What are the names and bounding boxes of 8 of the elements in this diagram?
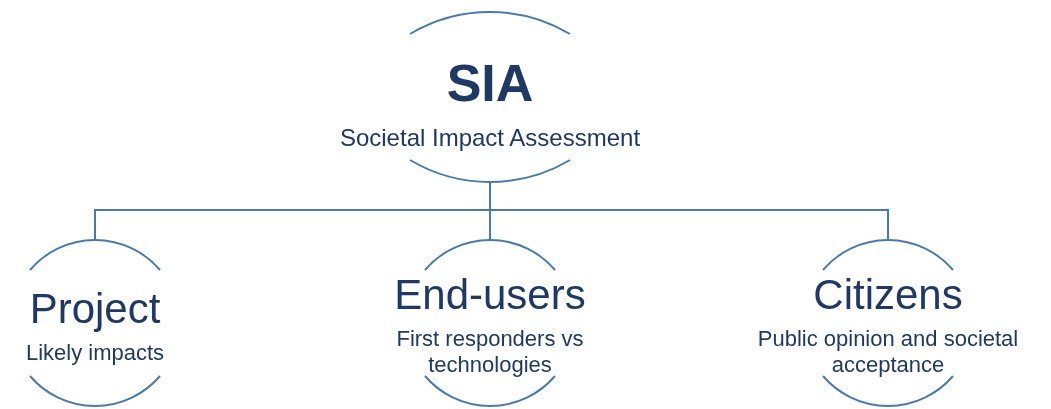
node-subtitle: Likely impacts xyxy=(25,340,165,367)
node-title: Citizens xyxy=(813,270,963,320)
node-subtitle: Societal Impact Assessment xyxy=(339,124,641,153)
node-subtitle: Public opinion and societal acceptance xyxy=(756,326,1020,379)
node-subtitle: First responders vs technologies xyxy=(395,326,585,379)
node-title: End-users xyxy=(394,270,586,320)
node-title: SIA xyxy=(446,53,534,114)
node-title: Project xyxy=(29,284,161,334)
